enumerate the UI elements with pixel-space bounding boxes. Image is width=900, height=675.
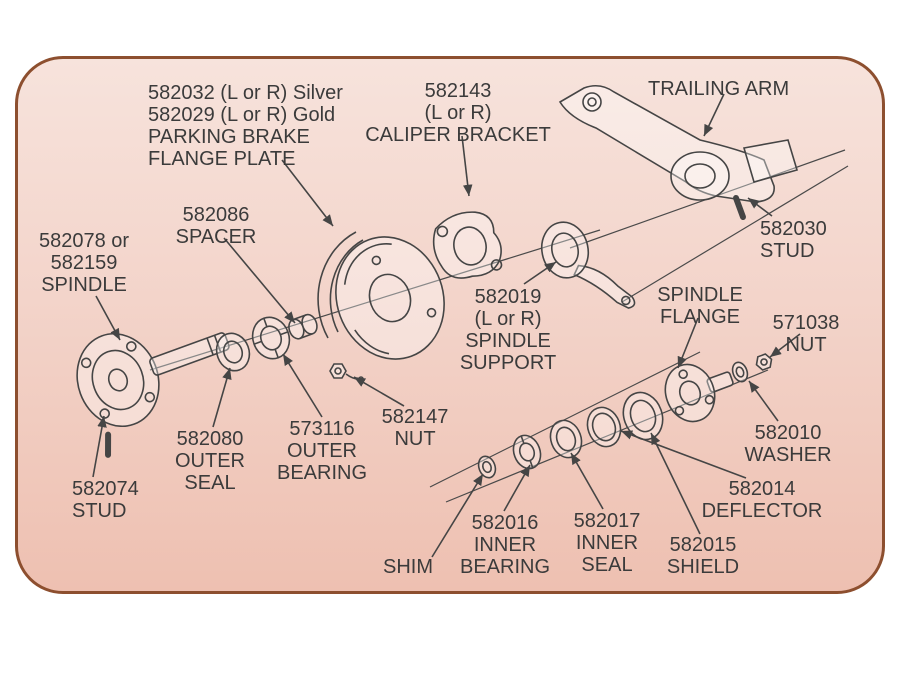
label-shield: 582015 SHIELD <box>666 534 740 578</box>
label-trailing-arm: TRAILING ARM <box>648 78 790 100</box>
label-inner-seal: 582017 INNER SEAL <box>573 510 641 576</box>
label-spindle: 582078 or 582159 SPINDLE <box>38 230 130 296</box>
label-shim: SHIM <box>383 556 433 578</box>
label-inner-bearing: 582016 INNER BEARING <box>459 512 551 578</box>
label-caliper-bracket: 582143 (L or R) CALIPER BRACKET <box>365 80 551 146</box>
label-outer-seal: 582080 OUTER SEAL <box>175 428 245 494</box>
label-washer: 582010 WASHER <box>744 422 832 466</box>
label-stud-582030: 582030 STUD <box>760 218 827 262</box>
label-spindle-flange: SPINDLE FLANGE <box>657 284 743 328</box>
label-parking-brake-flange-plate: 582032 (L or R) Silver 582029 (L or R) G… <box>148 82 343 170</box>
label-nut-571038: 571038 NUT <box>772 312 840 356</box>
label-outer-bearing: 573116 OUTER BEARING <box>276 418 368 484</box>
label-stud-582074: 582074 STUD <box>72 478 139 522</box>
label-spacer: 582086 SPACER <box>175 204 257 248</box>
label-deflector: 582014 DEFLECTOR <box>701 478 823 522</box>
label-spindle-support: 582019 (L or R) SPINDLE SUPPORT <box>459 286 557 374</box>
label-nut-582147: 582147 NUT <box>381 406 449 450</box>
